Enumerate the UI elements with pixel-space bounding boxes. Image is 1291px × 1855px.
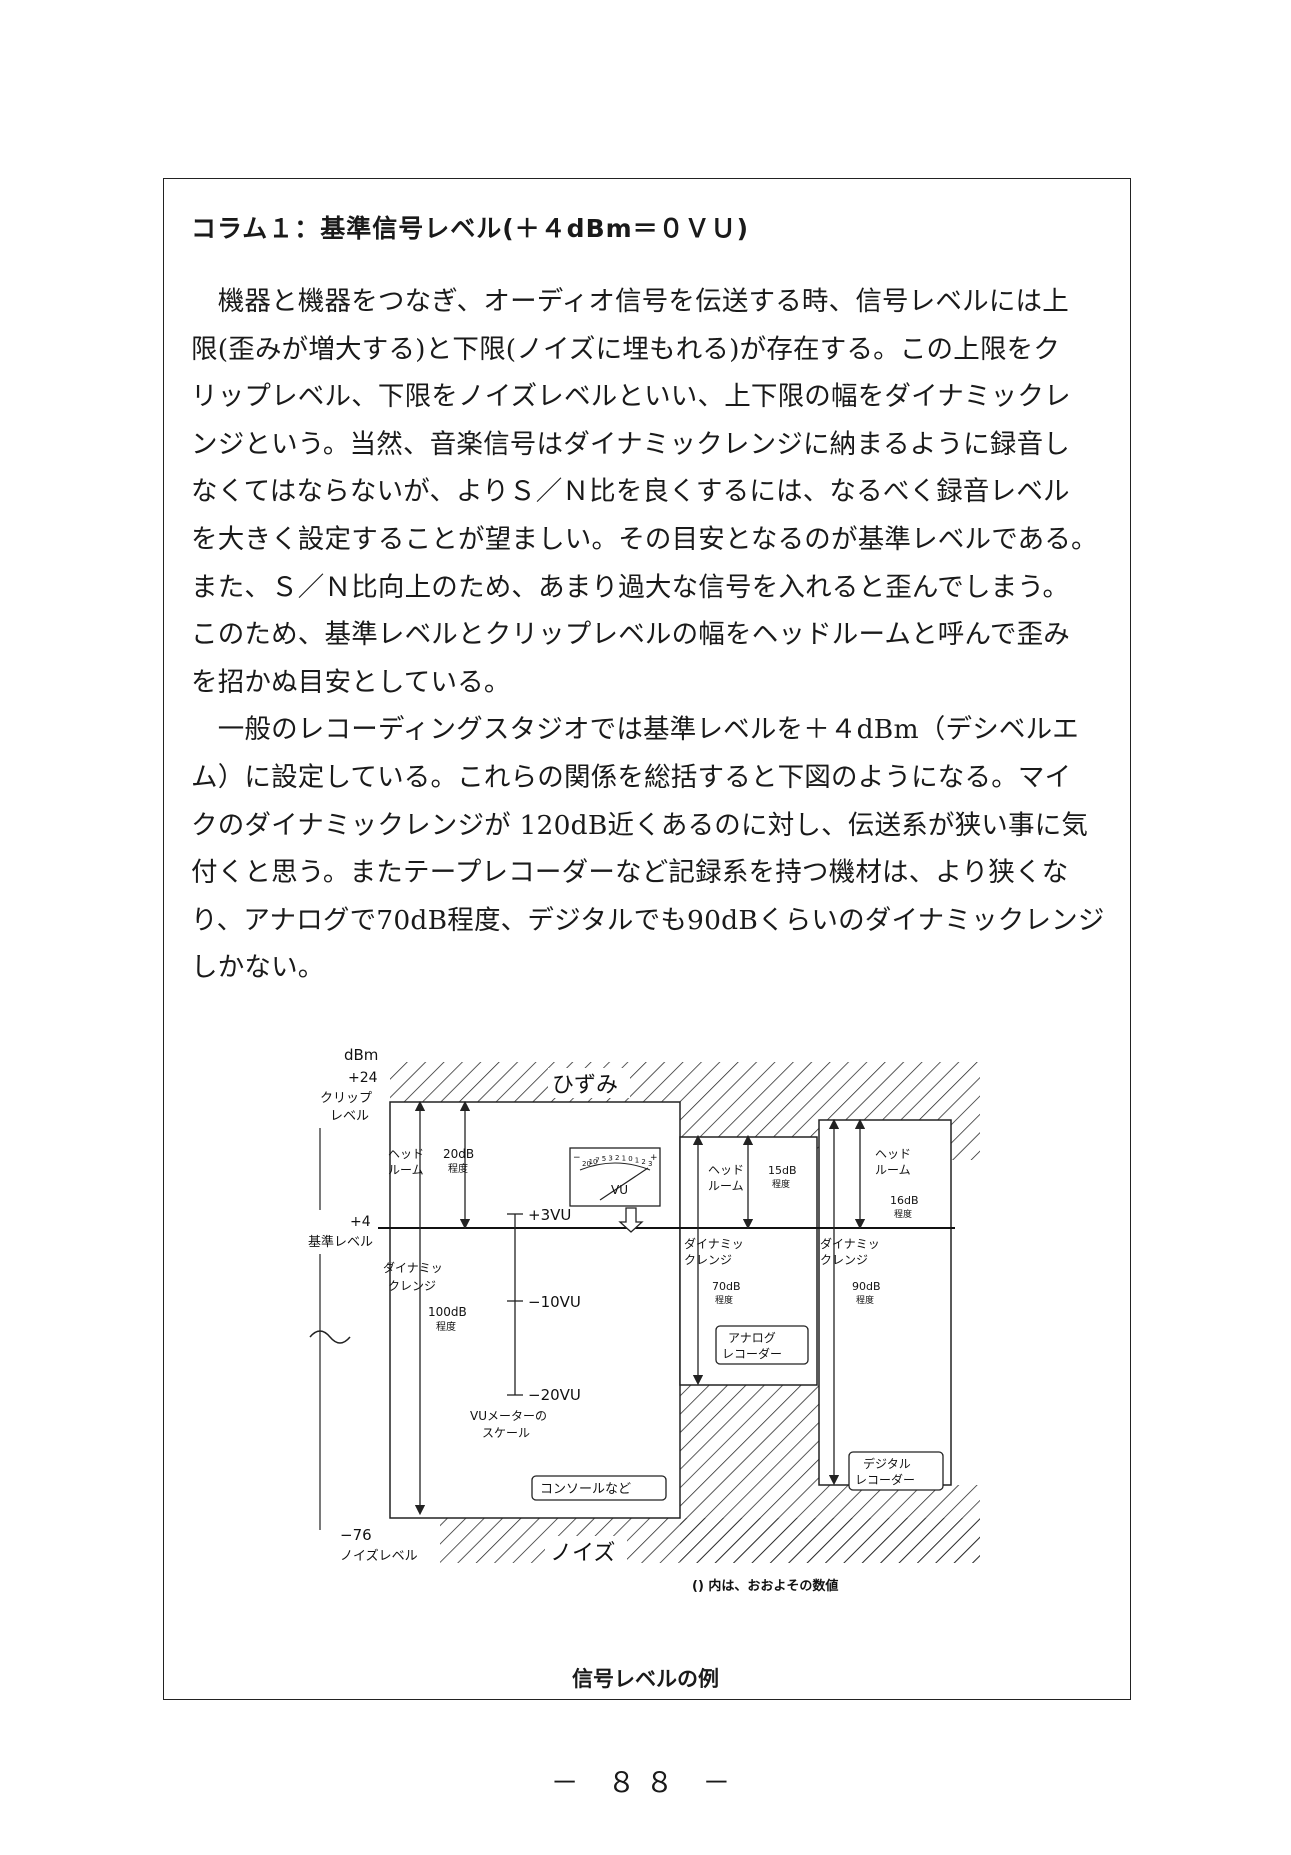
column-body: 機器と機器をつなぎ、オーディオ信号を伝送する時、信号レベルには上 限(歪みが増大… (191, 278, 1131, 992)
vu-scale-mark: 2 (615, 1154, 619, 1162)
vu-scale-mark: 3 (608, 1154, 612, 1162)
headroom-value: 程度 (894, 1208, 912, 1220)
analog-recorder-label: アナログ (728, 1331, 776, 1345)
body-line: 機器と機器をつなぎ、オーディオ信号を伝送する時、信号レベルには上 (191, 286, 1069, 317)
body-line: 付くと思う。またテープレコーダーなど記録系を持つ機材は、より狭くな (191, 857, 1069, 889)
noise-region-label: ノイズ (550, 1541, 615, 1566)
dynamic-range-value: 100dB (428, 1305, 467, 1319)
vu-minus20-label: −20VU (528, 1386, 581, 1404)
reference-level-label: 基準レベル (308, 1234, 373, 1250)
dynamic-range-value: 程度 (856, 1294, 874, 1306)
distortion-label: ひずみ (552, 1073, 618, 1098)
body-line: また、Ｓ／Ｎ比向上のため、あまり過大な信号を入れると歪んでしまう。 (191, 571, 1070, 603)
noise-value-label: −76 (340, 1526, 372, 1544)
headroom-value: 16dB (890, 1194, 919, 1207)
column-frame (163, 178, 1131, 1700)
dynamic-range-value: 程度 (436, 1320, 456, 1333)
body-line: リップレベル、下限をノイズレベルといい、上下限の幅をダイナミックレ (191, 381, 1071, 413)
clip-level-label: クリップ (320, 1091, 372, 1106)
vu-scale-mark: 1 (635, 1157, 639, 1165)
dynamic-range-value: 程度 (715, 1294, 733, 1306)
console-box (531, 1475, 667, 1501)
vu-minus-sign: − (573, 1153, 581, 1163)
headroom-label: ヘッド (388, 1147, 424, 1161)
body-line: なくてはならないが、よりＳ／Ｎ比を良くするには、なるべく録音レベル (191, 476, 1070, 508)
dynamic-range-label: クレンジ (684, 1253, 732, 1267)
headroom-label: ヘッド (708, 1163, 744, 1177)
headroom-label: ルーム (875, 1163, 911, 1177)
dynamic-range-label: ダイナミッ (820, 1236, 880, 1251)
dynamic-range-label: クレンジ (820, 1253, 868, 1267)
headroom-value: 20dB (443, 1147, 474, 1161)
vu-plus3-label: +3VU (528, 1206, 571, 1224)
headroom-label: ヘッド (875, 1147, 911, 1161)
vu-scale-caption: スケール (482, 1426, 530, 1440)
digital-recorder-label: レコーダー (855, 1472, 915, 1487)
headroom-value: 程度 (772, 1178, 790, 1190)
vu-scale-mark: 1 (622, 1154, 626, 1162)
body-line: ンジという。当然、音楽信号はダイナミックレンジに納まるように録音し (191, 428, 1070, 460)
analog-recorder-label: レコーダー (722, 1346, 782, 1361)
dynamic-range-label: ダイナミッ (684, 1236, 744, 1251)
vu-scale-mark: 0 (628, 1155, 632, 1163)
headroom-value: 15dB (768, 1164, 797, 1177)
vu-minus10-label: −10VU (528, 1293, 581, 1311)
digital-block (818, 1119, 952, 1486)
clip-value-label: +24 (348, 1070, 378, 1086)
noise-region (440, 1385, 980, 1563)
body-line: を招かぬ目安としている。 (191, 666, 511, 698)
figure-caption: 信号レベルの例 (572, 1667, 719, 1691)
vu-scale-mark: 3 (648, 1160, 652, 1168)
axis-unit-label: dBm (344, 1046, 378, 1064)
dynamic-range-label: ダイナミッ (383, 1260, 443, 1275)
dynamic-range-value: 90dB (852, 1280, 881, 1293)
headroom-label: ルーム (708, 1179, 744, 1193)
body-line: クのダイナミックレンジが 120dB近くあるのに対し、伝送系が狭い事に気 (191, 809, 1089, 841)
vu-scale-caption: VUメーターの (470, 1409, 547, 1423)
vu-scale-mark: 5 (602, 1155, 606, 1163)
analog-recorder-box (715, 1325, 809, 1365)
body-line: ム）に設定している。これらの関係を総括すると下図のようになる。マイ (191, 761, 1072, 793)
vu-scale-mark: 20 (582, 1160, 591, 1168)
signal-level-svg: dBm +24 クリップ レベル +4 基準レベル −76 ノイズレベル ひずみ… (308, 1046, 980, 1594)
signal-level-diagram: dBm +24 クリップ レベル +4 基準レベル −76 ノイズレベル ひずみ… (300, 1040, 980, 1604)
dynamic-range-label: クレンジ (388, 1279, 436, 1293)
body-line: 一般のレコーディングスタジオでは基準レベルを＋４dBm（デシベルエ (191, 714, 1080, 746)
body-line: 限(歪みが増大する)と下限(ノイズに埋もれる)が存在する。この上限をク (191, 333, 1061, 365)
vu-meter: − + VU (569, 1147, 661, 1207)
vu-face-label: VU (611, 1183, 628, 1197)
console-box-label: コンソールなど (540, 1482, 631, 1497)
figure-note: () 内は、おおよその数値 (692, 1578, 838, 1594)
body-line: を大きく設定することが望ましい。その目安となるのが基準レベルである。 (191, 523, 1098, 555)
axis-break-icon (309, 1330, 351, 1344)
page-number: － ８８ － (550, 1766, 741, 1799)
vu-scale-mark: 2 (641, 1158, 645, 1166)
headroom-value: 程度 (448, 1162, 468, 1175)
vu-scale-mark: 10 (589, 1158, 598, 1166)
vu-plus-sign: + (650, 1153, 658, 1163)
digital-recorder-box (848, 1451, 944, 1491)
clip-level-label: レベル (330, 1109, 369, 1124)
dynamic-range-value: 70dB (712, 1280, 741, 1293)
digital-recorder-label: デジタル (863, 1456, 911, 1471)
down-arrow-icon (618, 1207, 644, 1233)
column-title: コラム１：基準信号レベル(＋４dBm＝０ＶＵ) (191, 214, 750, 243)
noise-level-label: ノイズレベル (340, 1548, 418, 1564)
reference-value-label: +4 (350, 1214, 371, 1230)
body-line: しかない。 (191, 952, 325, 984)
vu-scale-mark: 7 (595, 1157, 599, 1165)
body-line: このため、基準レベルとクリップレベルの幅をヘッドルームと呼んで歪み (191, 619, 1070, 651)
body-line: り、アナログで70dB程度、デジタルでも90dBくらいのダイナミックレンジ (191, 904, 1105, 936)
headroom-label: ルーム (388, 1163, 424, 1177)
